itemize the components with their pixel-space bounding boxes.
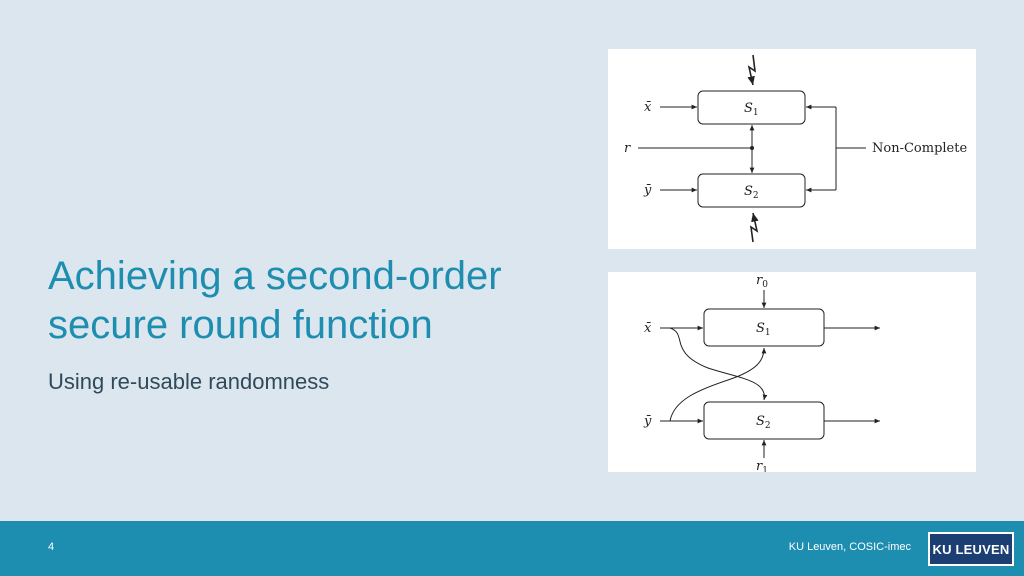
input-y-label: ȳ — [643, 183, 652, 198]
slide-subtitle: Using re-usable randomness — [48, 369, 330, 394]
s2-label: S2 — [744, 184, 759, 201]
fault-injection-icon-bottom — [749, 212, 759, 243]
s1-label: S1 — [744, 101, 759, 118]
footer-credit: KU Leuven, COSIC-imec — [788, 541, 911, 553]
input-y-label: ȳ — [643, 414, 652, 429]
input-r0-label: r0 — [756, 273, 768, 290]
randomness-reuse-diagram: r0 S1 S2 x̄ ȳ r1 — [608, 272, 976, 472]
s1-box — [697, 90, 806, 125]
input-x-label: x̄ — [644, 100, 652, 115]
non-completeness-diagram: S1 S2 x̄ r ȳ Non-Complete — [608, 49, 976, 249]
slide-title: Achieving a second-order secure round fu… — [48, 254, 502, 347]
ku-leuven-logo: KU LEUVEN — [928, 532, 1014, 566]
non-complete-label: Non-Complete — [872, 141, 967, 156]
s2-label: S2 — [756, 414, 771, 431]
fault-injection-icon-top — [747, 54, 757, 86]
input-r1-label: r1 — [756, 459, 768, 472]
input-x-label: x̄ — [644, 321, 652, 336]
s1-label: S1 — [756, 321, 771, 338]
input-r-label: r — [624, 141, 631, 156]
s2-box — [697, 173, 806, 208]
footer-bar: 4 KU Leuven, COSIC-imec KU LEUVEN — [0, 521, 1024, 576]
page-number: 4 — [48, 541, 55, 553]
